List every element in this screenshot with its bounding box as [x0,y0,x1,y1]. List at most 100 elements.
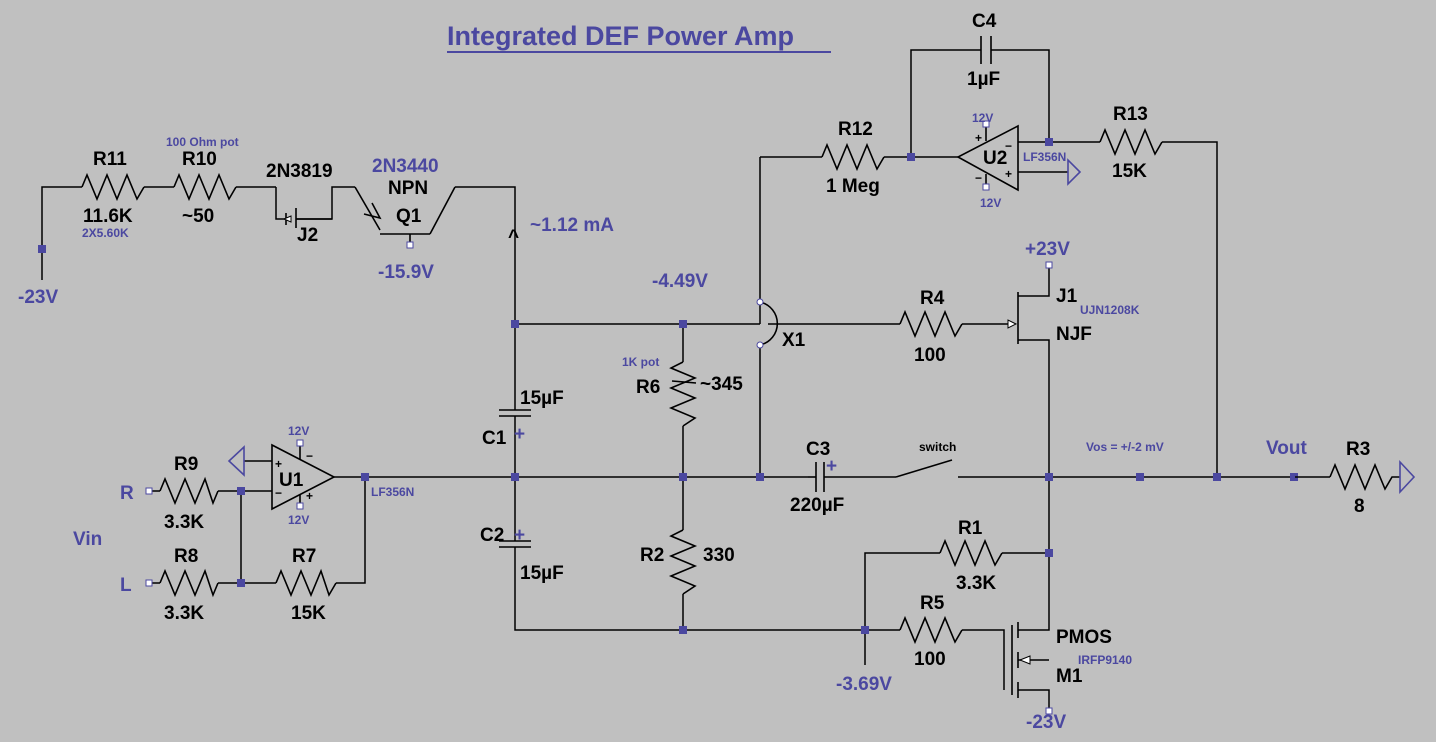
wire-crossover-x1 [756,298,779,349]
j1-ref: J1 [1056,286,1078,307]
node-dot [237,579,245,587]
u1-supply-plus: + [306,489,313,503]
c3-ref: C3 [806,439,830,460]
resistor-r4 [899,309,963,339]
net-label-vin: Vin [73,529,102,550]
central-wires [365,156,900,631]
r12-value: 1 Meg [826,176,880,197]
r10-note: 100 Ohm pot [166,135,239,149]
node-dot [237,487,245,495]
u2-in-plus: + [1005,167,1012,181]
r6-value: ~345 [700,374,743,395]
r8-value: 3.3K [164,603,204,624]
switch-label: switch [919,440,956,454]
node-dot [1045,138,1053,146]
u1-model: LF356N [371,485,414,499]
r11-value: 11.6K [83,206,133,227]
r7-value: 15K [291,603,326,624]
r2-ref: R2 [640,545,664,566]
r5-value: 100 [914,649,946,670]
resistor-r7 [275,568,337,598]
node-dot [361,473,369,481]
node-dot [511,320,519,328]
c4-value: 1µF [967,69,1000,90]
r4-value: 100 [914,345,946,366]
node-dot [907,153,915,161]
u2-in-minus: − [1005,139,1012,153]
m1-source-pin [1045,707,1053,715]
u2-plus-top: + [975,131,982,145]
u1-vplus: 12V [288,424,309,438]
j2-ref: J2 [297,225,318,246]
r10-ref: R10 [182,149,217,170]
r2-value: 330 [703,545,735,566]
resistor-r10 [173,172,237,202]
c2-polarity: + [514,525,525,546]
c1-value: 15µF [520,388,564,409]
resistor-r6 [668,361,698,427]
resistor-r11 [81,172,145,202]
c2-ref: C2 [480,525,504,546]
vos-annotation: Vos = +/-2 mV [1086,440,1164,454]
r12-ref: R12 [838,119,873,140]
resistor-r13 [1099,127,1163,157]
u2-pin [982,183,990,191]
r8-ref: R8 [174,546,198,567]
c3-value: 220µF [790,495,844,516]
m1-type: PMOS [1056,627,1112,648]
u2-pin [982,120,990,128]
resistor-r9 [159,476,219,506]
u1-pin [296,439,304,447]
c4-ref: C4 [972,11,997,32]
node-dot [861,626,869,634]
u1-supply-minus: − [306,449,313,463]
q1-base-pin [406,241,414,249]
node-dot [679,320,687,328]
capacitor-c4 [980,36,992,64]
node-dot [1136,473,1144,481]
r7-ref: R7 [292,546,316,567]
r9-ref: R9 [174,454,198,475]
net-label-in-l: L [120,575,132,596]
input-r-pin [145,487,153,495]
u1-ref: U1 [279,470,304,491]
node-dot [38,245,46,253]
node-dot [756,473,764,481]
resistor-r12 [821,142,885,172]
c1-polarity: + [514,424,525,445]
u1-in-plus: + [275,457,282,471]
j1-drain-pin [1045,261,1053,269]
u1-pin [296,502,304,510]
r6-note: 1K pot [622,355,659,369]
u2-model: LF356N [1023,150,1066,164]
c1-ref: C1 [482,428,507,449]
transistor-q1 [354,186,516,244]
u2-vminus: 12V [980,196,1001,210]
input-l-pin [145,579,153,587]
current-arrow-glyph: ^ [508,227,519,248]
x1-ref: X1 [782,330,806,351]
m1-model: IRFP9140 [1078,653,1132,667]
u1-in-minus: − [275,486,282,500]
j1-type: NJF [1056,324,1092,345]
net-label-pos23: +23V [1025,239,1070,260]
net-label-vout: Vout [1266,438,1307,459]
net-label-369: -3.69V [836,674,892,695]
c3-polarity: + [826,456,837,477]
capacitor-c1 [499,409,531,417]
r13-value: 15K [1112,161,1147,182]
current-annotation: ~1.12 mA [530,215,614,236]
u2-minus: − [975,171,982,185]
r5-ref: R5 [920,593,945,614]
resistor-r8 [159,568,219,598]
servo-wires [884,49,1218,477]
input-wires [152,460,366,584]
net-label-449: -4.49V [652,271,708,292]
j2-model: 2N3819 [266,161,333,182]
r3-value: 8 [1354,496,1365,517]
r11-note: 2X5.60K [82,226,129,240]
schematic-title: Integrated DEF Power Amp [447,21,794,51]
resistor-r5 [899,615,963,645]
resistor-r1 [939,538,1003,568]
